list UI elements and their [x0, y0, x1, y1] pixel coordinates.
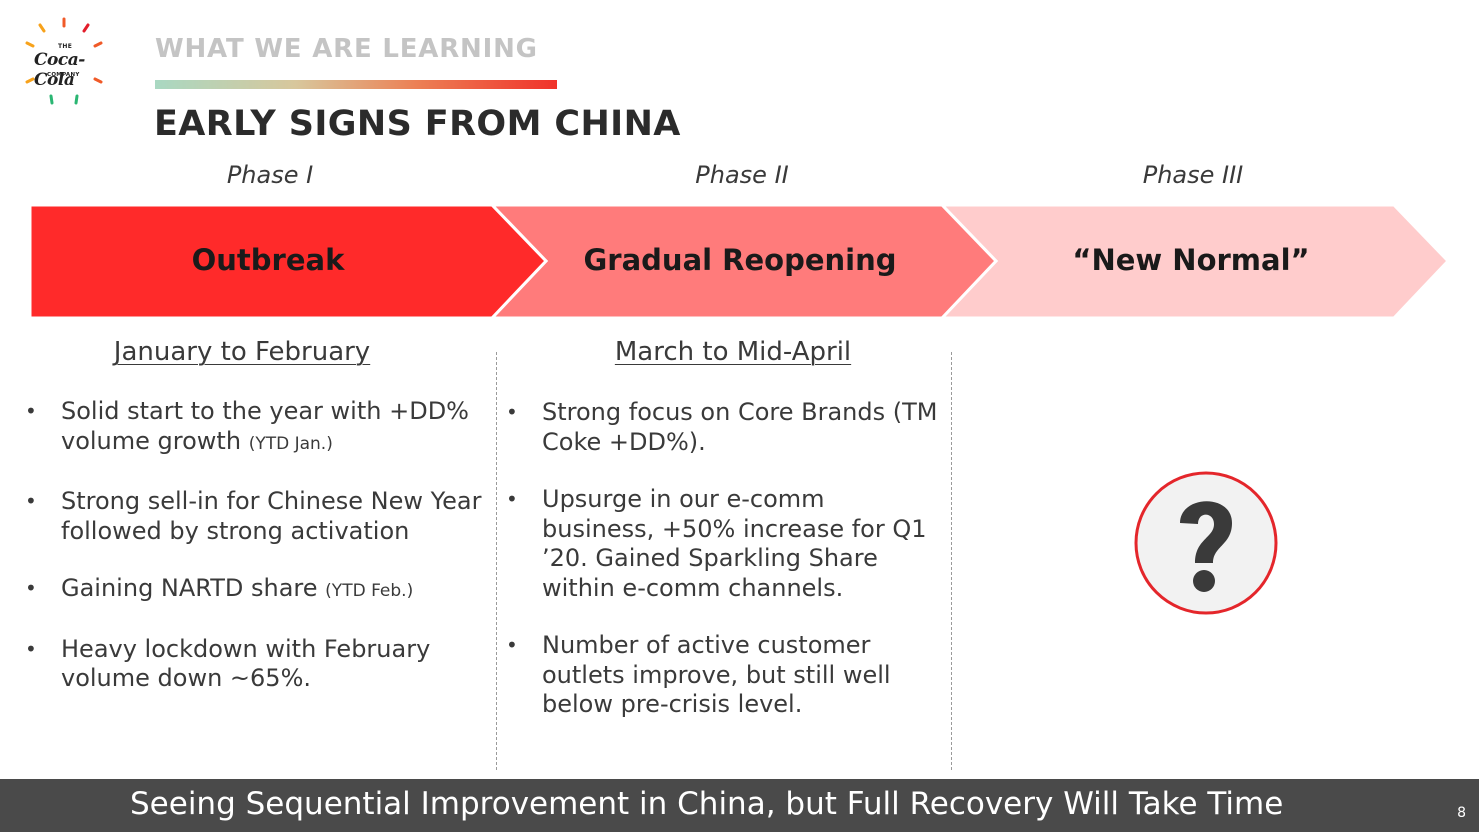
- phase-2-bullets: Strong focus on Core Brands (TM Coke +DD…: [506, 398, 942, 748]
- question-mark-icon: [1134, 471, 1278, 615]
- phase-2-name: Gradual Reopening: [583, 243, 897, 277]
- list-item: Upsurge in our e-comm business, +50% inc…: [506, 485, 942, 603]
- bullet-text: Heavy lockdown with February volume down…: [61, 634, 431, 693]
- page-title: EARLY SIGNS FROM CHINA: [154, 104, 681, 144]
- list-item: Number of active customer outlets improv…: [506, 631, 942, 720]
- phase-1-bullets: Solid start to the year with +DD% volume…: [25, 397, 486, 722]
- phase-2-period: March to Mid-April: [614, 337, 852, 367]
- list-item: Gaining NARTD share (YTD Feb.): [25, 574, 486, 607]
- footer-bar: Seeing Sequential Improvement in China, …: [0, 779, 1479, 832]
- list-item: Strong focus on Core Brands (TM Coke +DD…: [506, 398, 942, 457]
- logo-the: THE: [58, 43, 73, 50]
- bullet-text: Upsurge in our e-comm business, +50% inc…: [542, 485, 927, 602]
- column-divider-1: [496, 352, 497, 770]
- logo-wordmark: Coca-Cola: [34, 50, 85, 90]
- list-item: Solid start to the year with +DD% volume…: [25, 397, 486, 459]
- page-number: 8: [1457, 805, 1466, 821]
- section-eyebrow: WHAT WE ARE LEARNING: [155, 34, 538, 64]
- bullet-text: Strong focus on Core Brands (TM Coke +DD…: [542, 398, 938, 456]
- bullet-text: Number of active customer outlets improv…: [542, 631, 891, 718]
- logo-sunburst-icon: [25, 17, 103, 105]
- company-logo: THE Coca-Cola COMPANY: [22, 16, 106, 108]
- list-item: Strong sell-in for Chinese New Year foll…: [25, 487, 486, 546]
- bullet-note: (YTD Jan.): [248, 433, 333, 454]
- phase-1-name: Outbreak: [191, 243, 345, 277]
- phase-2-label: Phase II: [695, 161, 789, 189]
- list-item: Heavy lockdown with February volume down…: [25, 634, 486, 694]
- phase-3-name: “New Normal”: [1072, 243, 1310, 277]
- bullet-text: Strong sell-in for Chinese New Year foll…: [61, 487, 482, 545]
- column-divider-2: [951, 352, 952, 770]
- logo-company: COMPANY: [47, 72, 80, 78]
- footer-takeaway: Seeing Sequential Improvement in China, …: [130, 786, 1284, 822]
- phase-1-period: January to February: [113, 337, 371, 367]
- eyebrow-gradient-bar: [155, 80, 557, 89]
- bullet-note: (YTD Feb.): [325, 581, 414, 601]
- bullet-text: Solid start to the year with +DD% volume…: [61, 397, 469, 455]
- bullet-text: Gaining NARTD share: [61, 574, 318, 602]
- phase-3-label: Phase III: [1142, 161, 1244, 189]
- phase-1-label: Phase I: [226, 161, 314, 189]
